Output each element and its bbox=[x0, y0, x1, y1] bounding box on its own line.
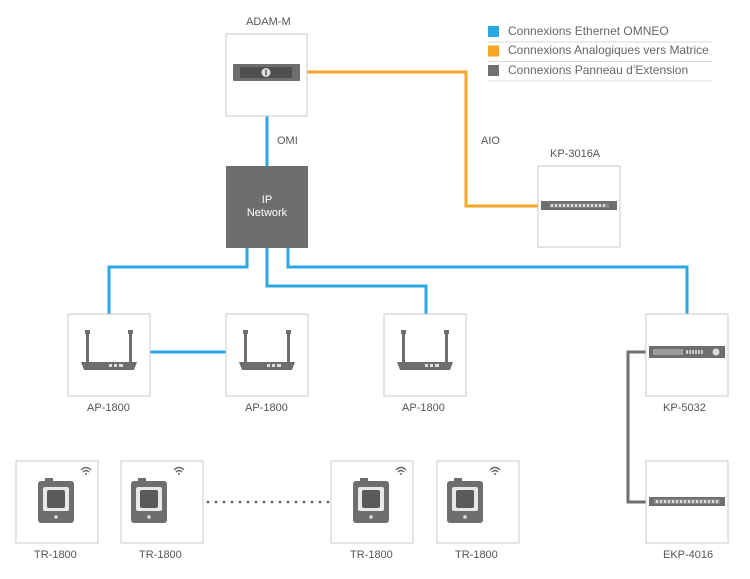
dot bbox=[326, 500, 330, 504]
link-network-ap3 bbox=[265, 248, 428, 314]
ap2-box bbox=[225, 313, 309, 397]
legend-extension-label: Connexions Panneau d’Extension bbox=[508, 63, 689, 77]
tr1-label: TR-1800 bbox=[34, 549, 77, 561]
wifi-icon bbox=[395, 466, 407, 475]
ap3-label: AP-1800 bbox=[402, 402, 445, 414]
kp3016-label: KP-3016A bbox=[550, 148, 601, 160]
dot bbox=[302, 500, 306, 504]
dot bbox=[206, 500, 210, 504]
ekp4016-label: EKP-4016 bbox=[663, 549, 714, 561]
wifi-icon bbox=[80, 466, 92, 475]
extension-connections bbox=[626, 350, 646, 504]
legend-swatch bbox=[488, 45, 499, 57]
ap2-label: AP-1800 bbox=[245, 402, 288, 414]
legend-swatch bbox=[488, 26, 499, 37]
ip-network-node: IP Network bbox=[226, 166, 308, 248]
access-point-icon bbox=[81, 330, 137, 370]
kp5032-label: KP-5032 bbox=[663, 402, 706, 414]
access-point-icon bbox=[397, 330, 453, 370]
dot bbox=[230, 500, 234, 504]
legend bbox=[488, 26, 712, 82]
beltpack-icon bbox=[38, 478, 74, 523]
ip-network-line1: IP bbox=[261, 194, 273, 206]
link-adam-kp3016 bbox=[307, 70, 538, 208]
ap1-label: AP-1800 bbox=[87, 402, 130, 414]
ip-network-line2: Network bbox=[246, 207, 288, 219]
keypanel-icon bbox=[649, 346, 725, 358]
dot bbox=[286, 500, 290, 504]
omi-label: OMI bbox=[277, 135, 298, 147]
keypanel-icon bbox=[541, 201, 617, 210]
dot bbox=[214, 500, 218, 504]
ap1-box bbox=[67, 313, 151, 397]
dot bbox=[238, 500, 242, 504]
link-network-ap1 bbox=[107, 248, 249, 314]
dot bbox=[270, 500, 274, 504]
beltpack-icon bbox=[447, 478, 483, 523]
extension-panel-icon bbox=[649, 497, 725, 506]
access-point-icon bbox=[239, 330, 295, 370]
dot bbox=[246, 500, 250, 504]
tr2-label: TR-1800 bbox=[139, 549, 182, 561]
wifi-icon bbox=[173, 466, 185, 475]
tr4-label: TR-1800 bbox=[455, 549, 498, 561]
beltpack-icon bbox=[131, 478, 167, 523]
dot bbox=[278, 500, 282, 504]
dot bbox=[254, 500, 258, 504]
dot bbox=[310, 500, 314, 504]
adam-label: ADAM-M bbox=[246, 16, 291, 28]
dot bbox=[222, 500, 226, 504]
dot bbox=[294, 500, 298, 504]
legend-analog-label: Connexions Analogiques vers Matrice bbox=[508, 43, 709, 57]
link-kp5032-ekp4016 bbox=[626, 350, 646, 504]
beltpack-icon bbox=[353, 478, 389, 523]
legend-swatch bbox=[488, 65, 499, 76]
ap3-box bbox=[383, 313, 467, 397]
dot bbox=[318, 500, 322, 504]
rack-unit-icon bbox=[233, 64, 300, 81]
wifi-icon bbox=[489, 466, 501, 475]
dotted-continuation bbox=[206, 500, 330, 504]
ethernet-connections bbox=[107, 116, 689, 354]
aio-label: AIO bbox=[481, 135, 500, 147]
analog-connections bbox=[307, 70, 538, 208]
legend-ethernet-label: Connexions Ethernet OMNEO bbox=[508, 24, 669, 38]
tr3-label: TR-1800 bbox=[350, 549, 393, 561]
link-network-kp5032 bbox=[286, 248, 689, 314]
dot bbox=[262, 500, 266, 504]
